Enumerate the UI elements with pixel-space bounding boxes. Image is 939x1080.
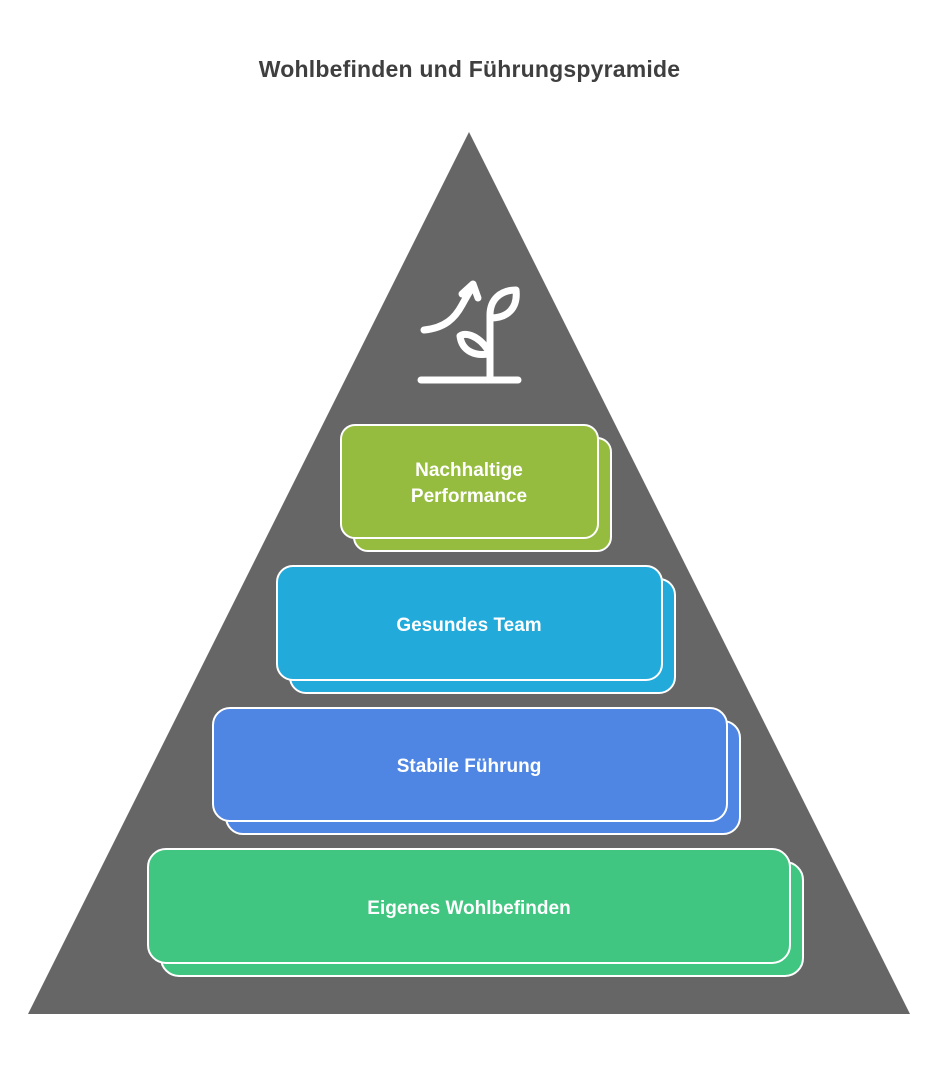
growth-plant-arrow-icon: [417, 280, 522, 384]
level-eigenes-label: Eigenes Wohlbefinden: [367, 898, 570, 919]
level-eigenes-wohlbefinden: Eigenes Wohlbefinden: [147, 848, 804, 977]
level-gesundes-team: Gesundes Team: [276, 565, 676, 694]
diagram-title: Wohlbefinden und Führungspyramide: [258, 56, 681, 82]
level-nachhaltige-label-line2: Performance: [411, 486, 527, 507]
level-nachhaltige-performance: Nachhaltige Performance: [340, 424, 612, 552]
level-stabile-box: [212, 707, 728, 822]
level-stabile-label: Stabile Führung: [397, 756, 542, 777]
level-nachhaltige-box: [340, 424, 599, 539]
level-stabile-fuehrung: Stabile Führung: [212, 707, 741, 835]
level-gesundes-label: Gesundes Team: [396, 615, 541, 636]
level-nachhaltige-label-line1: Nachhaltige: [415, 460, 523, 481]
level-gesundes-box: [276, 565, 663, 681]
level-eigenes-box: [147, 848, 791, 964]
